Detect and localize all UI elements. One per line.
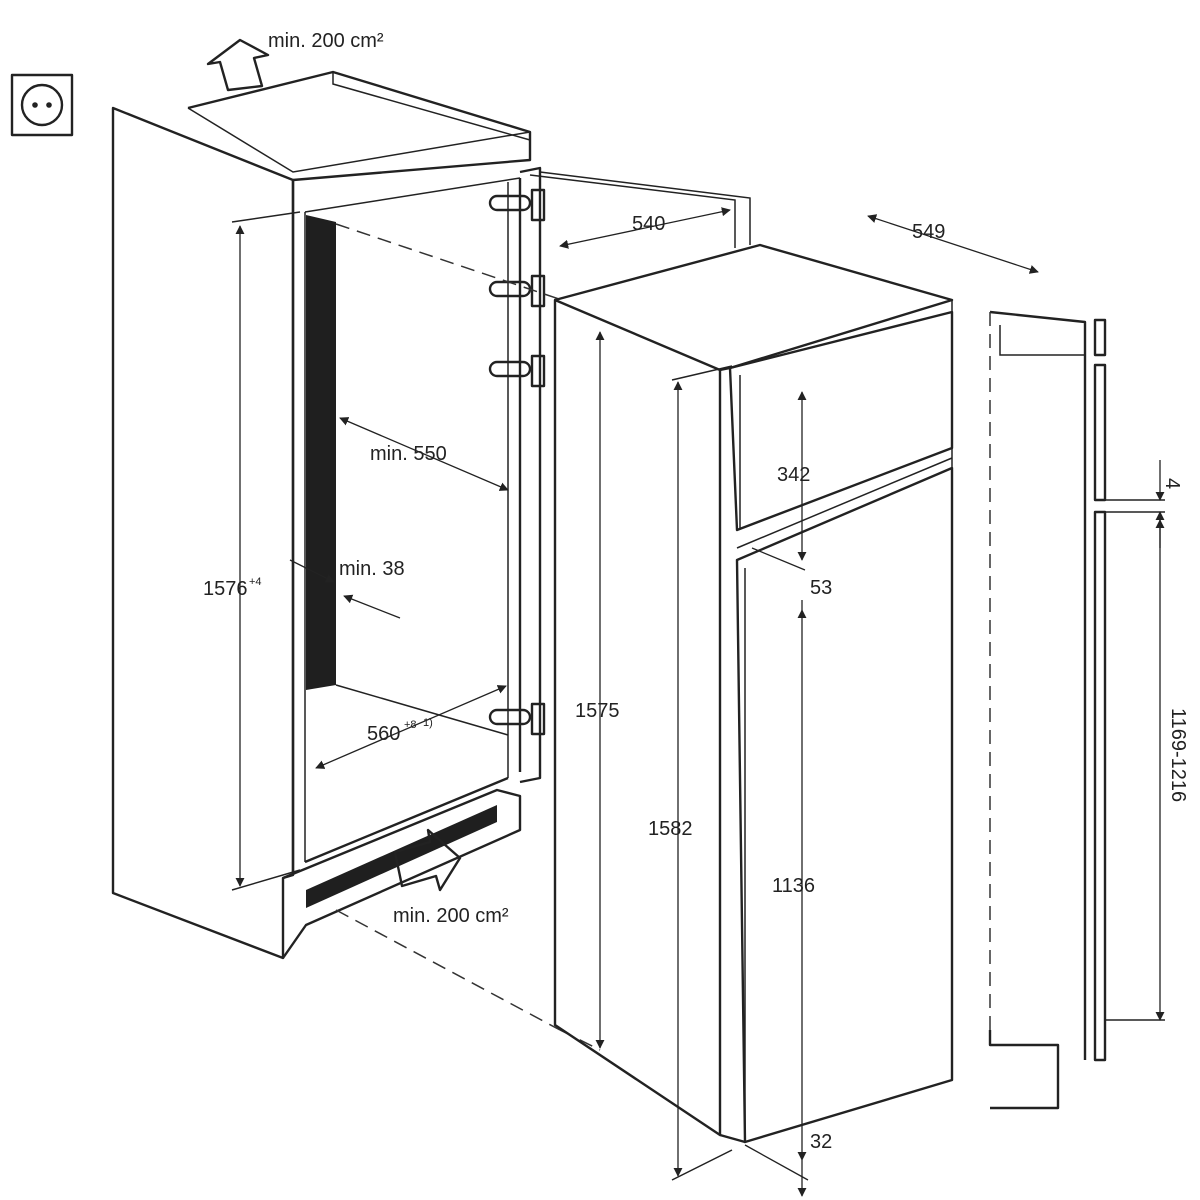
label-niche-width-note: 1) xyxy=(423,717,433,729)
label-vent-top: min. 200 cm² xyxy=(268,30,384,52)
hinge-4 xyxy=(488,702,546,736)
label-niche-width-tol: +8 xyxy=(404,719,417,731)
power-socket-icon xyxy=(10,73,74,137)
label-door-total-height: 1582 xyxy=(648,818,693,840)
airflow-in-arrow-icon xyxy=(393,828,462,892)
label-appliance-height: 1575 xyxy=(575,700,620,722)
dimension-labels: min. 200 cm² min. 200 cm² 540 549 min. 5… xyxy=(203,30,1189,1153)
label-niche-height: 1576 xyxy=(203,578,248,600)
label-min-depth: min. 550 xyxy=(370,443,447,465)
airflow-up-arrow-icon xyxy=(206,38,270,92)
label-niche-height-tol: +4 xyxy=(249,576,262,588)
hinge-3 xyxy=(488,354,546,388)
label-door-range: 1169-1216 xyxy=(1167,708,1189,802)
label-bottom-offset: 32 xyxy=(810,1131,832,1153)
label-vent-bottom: min. 200 cm² xyxy=(393,905,509,927)
dimension-lines xyxy=(231,207,1165,1197)
door-hinges xyxy=(488,188,546,736)
label-niche-depth: 540 xyxy=(632,213,665,235)
label-freezer-door: 342 xyxy=(777,464,810,486)
label-fridge-door: 1136 xyxy=(772,875,815,897)
label-side-gap: 4 xyxy=(1161,478,1183,489)
appliance-body xyxy=(553,243,954,1144)
label-niche-width: 560 xyxy=(367,723,400,745)
label-min-gap: min. 38 xyxy=(339,558,405,580)
label-appliance-depth: 549 xyxy=(912,221,945,243)
label-door-gap: 53 xyxy=(810,577,832,599)
side-section-view xyxy=(988,310,1165,1110)
hinge-1 xyxy=(488,188,546,222)
